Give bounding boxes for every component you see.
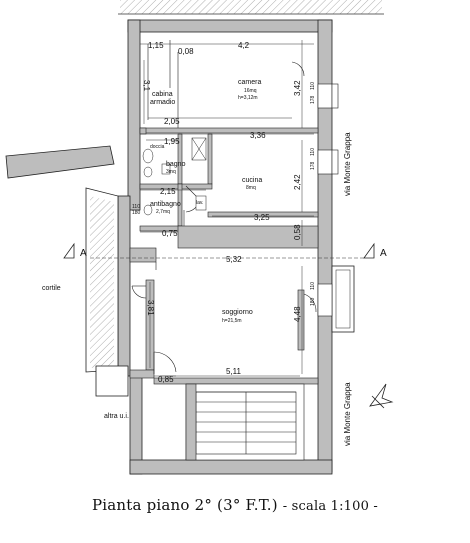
interior-walls — [129, 127, 319, 385]
svg-text:178: 178 — [310, 161, 316, 170]
svg-text:110: 110 — [310, 148, 316, 156]
fixture-doccia: doccia — [150, 144, 165, 150]
room-bagno-name: bagno — [166, 161, 186, 168]
svg-text:178: 178 — [310, 95, 316, 104]
dim-4-48: 4,48 — [293, 306, 302, 322]
label-altra-ui: altra u.i. — [104, 413, 129, 420]
svg-text:110: 110 — [310, 82, 316, 90]
balcony — [331, 265, 355, 333]
doors — [131, 40, 317, 374]
svg-text:180: 180 — [132, 210, 141, 216]
room-cucina-name: cucina — [242, 177, 262, 184]
neighbor-hatch-top — [120, 0, 382, 14]
room-cabina-line2: armadio — [150, 99, 175, 106]
dim-3-36: 3,36 — [250, 131, 266, 140]
room-soggiorno-name: soggiorno — [222, 309, 253, 316]
windows — [317, 83, 339, 317]
dim-0-85: 0,85 — [158, 375, 174, 384]
dimension-lines — [90, 40, 366, 377]
dim-3-42: 3,42 — [293, 80, 302, 96]
room-camera-area: 16mq — [244, 88, 257, 94]
label-street-lower: via Monte Grappa — [343, 382, 352, 446]
dim-2-05: 2,05 — [164, 117, 180, 126]
caption-title: Pianta piano 2° (3° F.T.) — [91, 496, 278, 514]
plan-caption: Pianta piano 2° (3° F.T.) - scala 1:100 … — [0, 496, 470, 514]
dimension-labels: 1,15 0,08 4,2 3,1 3,42 2,05 3,36 1,95 2,… — [142, 41, 302, 384]
label-cortile: cortile — [42, 285, 61, 292]
dim-2-15: 2,15 — [160, 187, 176, 196]
window-tags: 110 178 110 178 110 180 110 180 — [132, 82, 316, 306]
dim-1-95: 1,95 — [164, 137, 180, 146]
room-bagno-area: 3mq — [166, 169, 176, 175]
north-arrow-icon — [369, 383, 394, 409]
fixture-lavatoio: lav. — [196, 200, 203, 206]
dim-0-58: 0,58 — [293, 224, 302, 240]
dim-2-42: 2,42 — [293, 174, 302, 190]
dim-4-2: 4,2 — [238, 41, 250, 50]
caption-scale: - scala 1:100 - — [282, 499, 378, 514]
room-camera-name: camera — [238, 79, 261, 86]
section-label-right: A — [380, 248, 387, 259]
label-street-upper: via Monte Grappa — [343, 132, 352, 196]
dim-1-15: 1,15 — [148, 41, 164, 50]
section-label-left: A — [80, 248, 87, 259]
dim-0-75: 0,75 — [162, 229, 178, 238]
dim-3-25: 3,25 — [254, 213, 270, 222]
dim-3-81: 3,81 — [146, 300, 155, 316]
room-cucina-area: 8mq — [246, 185, 256, 191]
svg-text:110: 110 — [310, 282, 316, 290]
dim-5-32: 5,32 — [226, 255, 242, 264]
courtyard-walls — [5, 145, 129, 397]
section-markers — [63, 242, 375, 259]
room-labels: camera 16mq h=3,12m cabina armadio docci… — [42, 79, 387, 446]
bathroom-fixtures — [142, 137, 207, 216]
staircase — [185, 383, 305, 461]
svg-text:180: 180 — [310, 297, 316, 306]
room-camera-height: h=3,12m — [238, 95, 258, 101]
dim-3-1: 3,1 — [142, 80, 151, 92]
exterior-walls — [117, 19, 333, 475]
dim-5-11: 5,11 — [226, 367, 242, 376]
room-antibagno-name: antibagno — [150, 201, 181, 208]
closet — [147, 44, 179, 128]
room-soggiorno-area: h=21,5m — [222, 318, 242, 324]
svg-text:110: 110 — [132, 204, 140, 210]
room-antibagno-area: 2,7mq — [156, 209, 170, 215]
room-cabina-line1: cabina — [152, 91, 173, 98]
dim-0-08: 0,08 — [178, 47, 194, 56]
